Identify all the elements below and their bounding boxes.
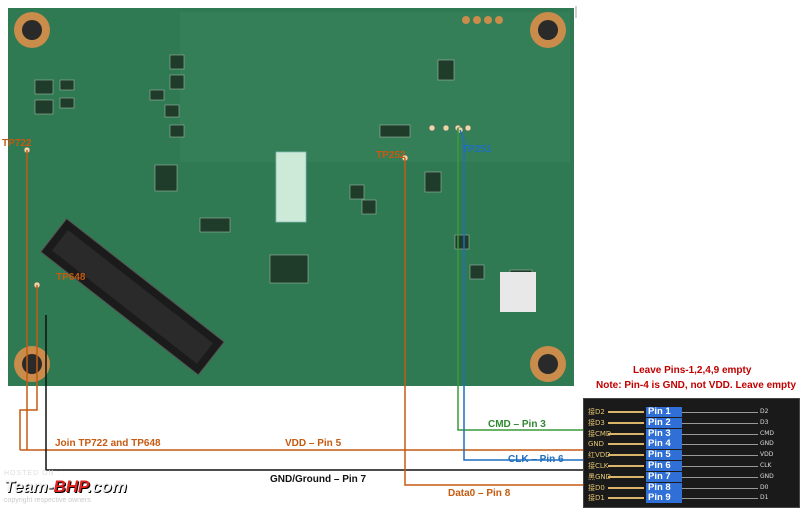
pin-trace xyxy=(682,422,758,424)
pin-name: Pin 8 xyxy=(646,482,682,493)
pin-row: 红VDD Pin 5 VDD xyxy=(584,450,799,461)
pin-name: Pin 7 xyxy=(646,471,682,482)
watermark: HOSTED ON : Team-BHP.com copyright respe… xyxy=(4,470,127,504)
pcb-components xyxy=(34,54,533,305)
vdd-label: VDD – Pin 5 xyxy=(285,438,342,449)
pin-wire xyxy=(608,497,644,500)
watermark-brand-a: Team- xyxy=(4,477,54,496)
note-leave-pins: Leave Pins-1,2,4,9 empty xyxy=(633,365,752,376)
pin-name: Pin 1 xyxy=(646,407,682,417)
clk-label: CLK – Pin 6 xyxy=(508,454,564,465)
pin-name: Pin 5 xyxy=(646,450,682,461)
barcode-label xyxy=(500,272,536,312)
pin-right-label: GND xyxy=(760,440,774,448)
pin-row: 接D0 Pin 8 D0 xyxy=(584,482,799,493)
pin-left-label: 接CMD xyxy=(588,429,612,438)
watermark-hosted: HOSTED ON : xyxy=(4,470,61,477)
watermark-copyright: copyright respective owners xyxy=(4,497,91,504)
pcb-solder-mask-area xyxy=(180,12,570,162)
pin-name: Pin 6 xyxy=(646,461,682,471)
qr-label xyxy=(275,151,307,223)
pin-trace xyxy=(682,433,758,435)
pin-wire xyxy=(608,465,644,467)
pin-left-label: 接D3 xyxy=(588,418,605,427)
pin-wire xyxy=(608,411,644,413)
pin-left-label: 红VDD xyxy=(588,451,611,460)
pin-row: 接D1 Pin 9 D1 xyxy=(584,493,799,504)
pin-name: Pin 3 xyxy=(646,428,682,439)
pin-trace xyxy=(682,487,758,489)
ribbon-connector xyxy=(40,218,225,376)
pin-wire xyxy=(608,475,644,478)
pin-right-label: GND xyxy=(760,472,774,480)
pin-wire xyxy=(608,486,644,489)
pin-trace xyxy=(682,466,758,467)
pin-trace xyxy=(682,444,758,446)
cmd-label: CMD – Pin 3 xyxy=(488,419,546,430)
pin-row: GND Pin 4 GND xyxy=(584,439,799,450)
watermark-brand-c: .com xyxy=(87,477,127,496)
pin-row: 黑GND Pin 7 GND xyxy=(584,471,799,482)
pin-row: 接CLK Pin 6 CLK xyxy=(584,461,799,471)
pin-wire xyxy=(608,421,644,424)
note-pin4-gnd: Note: Pin-4 is GND, not VDD. Leave empty xyxy=(596,380,797,391)
pin-trace xyxy=(682,455,758,457)
pin-row: 接D3 Pin 2 D3 xyxy=(584,417,799,428)
tp722-label: TP722 xyxy=(2,138,32,149)
pin-left-label: GND xyxy=(588,440,605,449)
pin-left-label: 黑GND xyxy=(588,472,612,481)
pin-left-label: 接D0 xyxy=(588,483,605,492)
tp252-label: TP252 xyxy=(376,150,406,161)
pin-left-label: 接CLK xyxy=(588,462,609,470)
pin-left-label: 接D1 xyxy=(588,494,605,503)
pin-wire xyxy=(608,443,644,446)
pin-name: Pin 9 xyxy=(646,493,682,504)
tp648-label: TP648 xyxy=(56,272,86,283)
pin-right-label: D3 xyxy=(760,418,769,426)
emmc-adapter-pin-panel: 接D2 Pin 1 D2 接D3 Pin 2 D3 接CMD Pin 3 CMD GND Pin 4… xyxy=(583,398,800,508)
pin-trace xyxy=(682,476,758,478)
pin-right-label: D1 xyxy=(760,494,769,502)
pin-right-label: D0 xyxy=(760,483,769,491)
pin-right-label: CLK xyxy=(760,462,772,469)
data0-label: Data0 – Pin 8 xyxy=(448,488,511,499)
tp251-label: TP251 xyxy=(462,144,492,155)
pin-wire xyxy=(608,454,644,457)
header-pads xyxy=(462,16,503,24)
pin-right-label: CMD xyxy=(760,429,774,437)
gnd-label: GND/Ground – Pin 7 xyxy=(270,474,367,485)
pin-trace xyxy=(682,412,758,413)
join-label: Join TP722 and TP648 xyxy=(55,438,161,449)
pin-name: Pin 2 xyxy=(646,417,682,428)
pin-left-label: 接D2 xyxy=(588,408,605,416)
pin-right-label: D2 xyxy=(760,408,769,415)
pin-name: Pin 4 xyxy=(646,439,682,450)
wire-tp648 xyxy=(19,285,38,450)
watermark-brand: Team-BHP.com xyxy=(4,477,127,497)
pin-trace xyxy=(682,498,758,500)
watermark-brand-b: BHP xyxy=(53,477,88,496)
pin-row: 接CMD Pin 3 CMD xyxy=(584,428,799,439)
pin-wire xyxy=(608,432,644,435)
pin-right-label: VDD xyxy=(760,451,774,459)
pin-row: 接D2 Pin 1 D2 xyxy=(584,407,799,417)
